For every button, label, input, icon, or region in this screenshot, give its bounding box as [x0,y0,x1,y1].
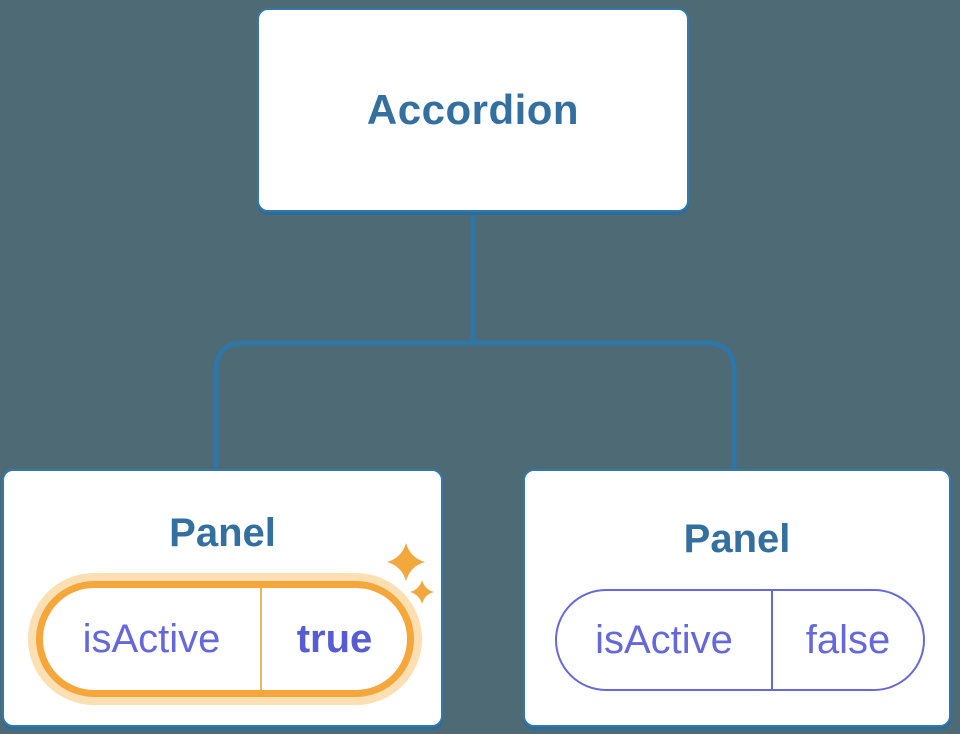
sparkles-icon [387,543,434,604]
panel-title: Panel [169,511,276,555]
tree-node-accordion: Accordion [257,8,689,212]
isactive-prop-pill-inactive: isActive false [555,589,925,691]
isactive-prop-pill-active: isActive true [36,581,414,697]
tree-node-panel-active: Panel isActive true [2,469,443,727]
prop-name: isActive [595,617,733,662]
prop-value: false [805,617,891,662]
accordion-label: Accordion [366,86,580,133]
prop-value: true [296,616,373,661]
pill-divider [260,588,262,690]
pill-divider [771,591,773,689]
tree-node-panel-inactive: Panel isActive false [523,469,951,727]
prop-name: isActive [82,616,221,661]
panel-title: Panel [683,517,791,561]
